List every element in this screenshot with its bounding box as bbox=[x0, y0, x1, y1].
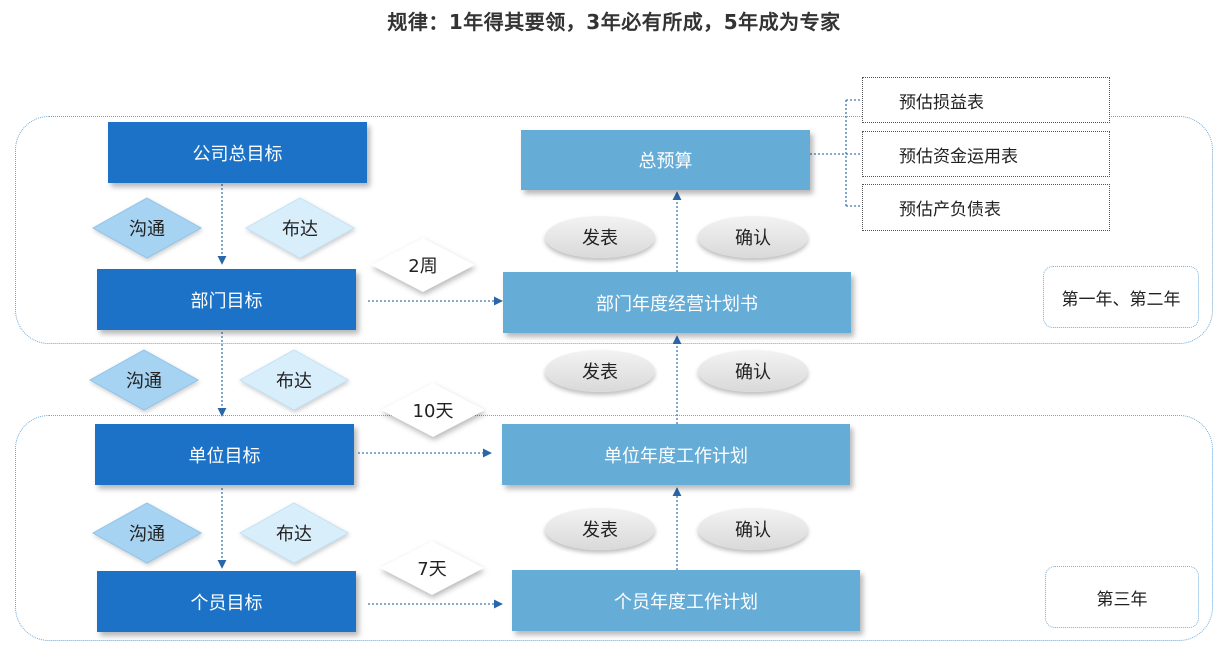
oval-publish-1: 发表 bbox=[545, 216, 655, 258]
report-balance-sheet: 预估产负债表 bbox=[862, 184, 1110, 231]
diamond-communicate-1: 沟通 bbox=[91, 197, 203, 259]
duration-label: 7天 bbox=[417, 559, 447, 580]
oval-confirm-2: 确认 bbox=[698, 350, 808, 392]
diamond-assign-3: 布达 bbox=[238, 502, 350, 564]
diamond-shape bbox=[238, 349, 350, 411]
diamond-shape bbox=[238, 502, 350, 564]
individual-plan-box: 个员年度工作计划 bbox=[512, 570, 860, 631]
duration-diamond-1: 2周 bbox=[371, 238, 475, 292]
diamond-shape bbox=[381, 383, 485, 437]
oval-confirm-3: 确认 bbox=[698, 508, 808, 550]
diamond-shape bbox=[91, 502, 203, 564]
oval-publish-3: 发表 bbox=[545, 508, 655, 550]
diamond-assign-2: 布达 bbox=[238, 349, 350, 411]
department-plan-box: 部门年度经营计划书 bbox=[503, 272, 851, 333]
phase-label-year-3: 第三年 bbox=[1045, 566, 1199, 628]
company-target-box: 公司总目标 bbox=[108, 122, 367, 183]
unit-target-box: 单位目标 bbox=[95, 424, 354, 485]
diamond-label: 布达 bbox=[276, 524, 312, 545]
budget-box: 总预算 bbox=[521, 130, 810, 190]
oval-confirm-1: 确认 bbox=[698, 216, 808, 258]
page-title: 规律：1年得其要领，3年必有所成，5年成为专家 bbox=[387, 10, 841, 34]
unit-plan-box: 单位年度工作计划 bbox=[502, 424, 850, 485]
region-years-1-2 bbox=[15, 116, 1213, 344]
diamond-communicate-2: 沟通 bbox=[88, 349, 200, 411]
diamond-label: 沟通 bbox=[129, 219, 165, 240]
duration-diamond-2: 10天 bbox=[381, 383, 485, 437]
region-year-3 bbox=[15, 415, 1213, 641]
duration-diamond-3: 7天 bbox=[380, 541, 484, 595]
phase-label-years-1-2: 第一年、第二年 bbox=[1043, 266, 1199, 328]
report-funds-usage: 预估资金运用表 bbox=[862, 131, 1110, 177]
diamond-label: 沟通 bbox=[129, 524, 165, 545]
diamond-shape bbox=[380, 541, 484, 595]
duration-label: 10天 bbox=[412, 401, 454, 422]
diamond-communicate-3: 沟通 bbox=[91, 502, 203, 564]
diamond-label: 布达 bbox=[276, 371, 312, 392]
diamond-shape bbox=[371, 238, 475, 292]
oval-publish-2: 发表 bbox=[545, 350, 655, 392]
individual-target-box: 个员目标 bbox=[97, 571, 356, 632]
department-target-box: 部门目标 bbox=[97, 269, 356, 330]
report-profit-loss: 预估损益表 bbox=[862, 77, 1110, 123]
diamond-shape bbox=[91, 197, 203, 259]
diamond-assign-1: 布达 bbox=[244, 197, 356, 259]
duration-label: 2周 bbox=[408, 256, 438, 277]
diamond-shape bbox=[244, 197, 356, 259]
diamond-label: 布达 bbox=[282, 219, 318, 240]
diamond-shape bbox=[88, 349, 200, 411]
diamond-label: 沟通 bbox=[126, 371, 162, 392]
